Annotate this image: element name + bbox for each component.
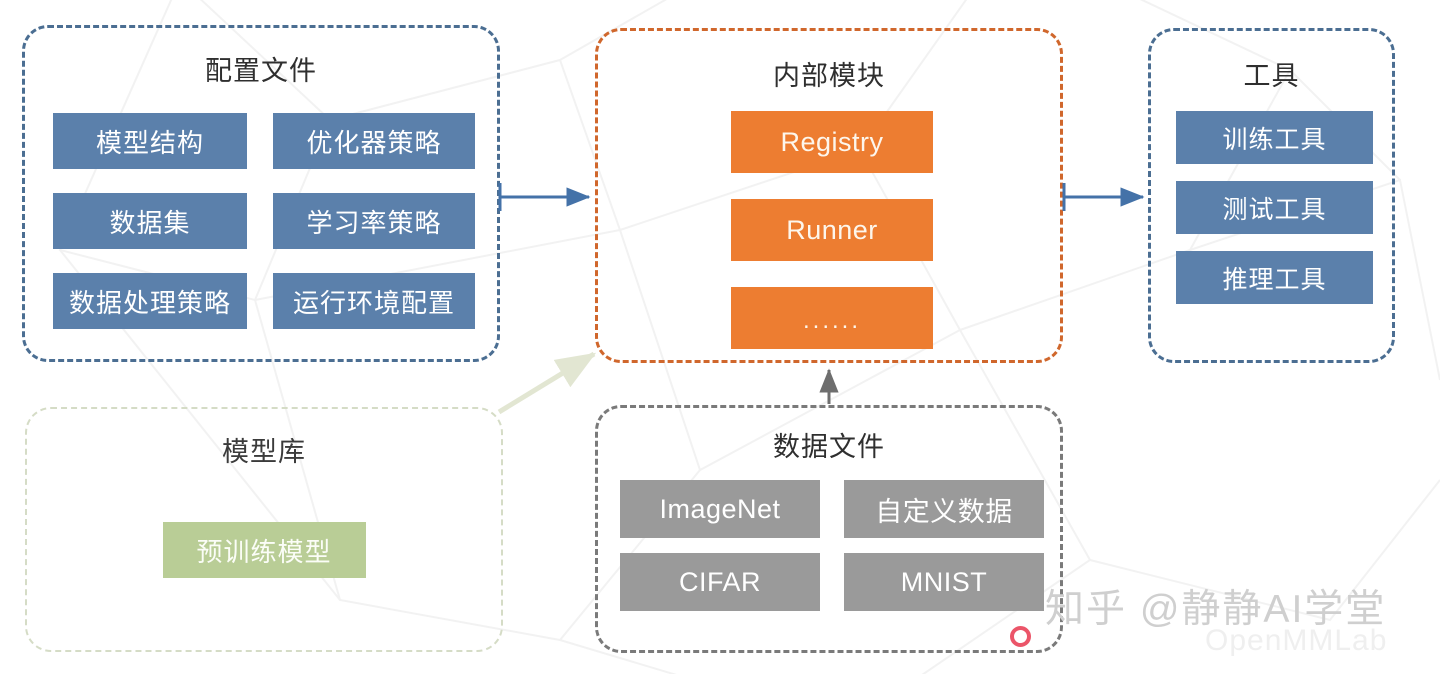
model-zoo-items-wrap: 预训练模型 bbox=[27, 522, 501, 578]
data-files-items-grid: ImageNet 自定义数据 CIFAR MNIST bbox=[620, 480, 1044, 611]
watermark: 知乎 @静静AI学堂 OpenMMLab bbox=[1010, 578, 1435, 668]
config-items-grid: 模型结构 优化器策略 数据集 学习率策略 数据处理策略 运行环境配置 bbox=[53, 113, 475, 329]
tools-item-testing[interactable]: 测试工具 bbox=[1176, 181, 1373, 234]
config-item-dataset[interactable]: 数据集 bbox=[53, 193, 247, 249]
config-item-optimizer-strategy[interactable]: 优化器策略 bbox=[273, 113, 475, 169]
panel-config-files: 配置文件 模型结构 优化器策略 数据集 学习率策略 数据处理策略 运行环境配置 bbox=[22, 25, 500, 362]
watermark-main-text: 知乎 @静静AI学堂 bbox=[1045, 588, 1387, 631]
panel-data-files-title: 数据文件 bbox=[773, 432, 885, 462]
panel-tools-title: 工具 bbox=[1243, 61, 1300, 91]
panel-model-zoo-title: 模型库 bbox=[222, 437, 306, 467]
config-item-model-structure[interactable]: 模型结构 bbox=[53, 113, 247, 169]
config-item-data-processing-strategy[interactable]: 数据处理策略 bbox=[53, 273, 247, 329]
data-files-item-mnist[interactable]: MNIST bbox=[844, 553, 1044, 611]
arrow-modelzoo-to-internal bbox=[497, 351, 597, 415]
config-item-runtime-env-config[interactable]: 运行环境配置 bbox=[273, 273, 475, 329]
config-item-lr-strategy[interactable]: 学习率策略 bbox=[273, 193, 475, 249]
tools-item-training[interactable]: 训练工具 bbox=[1176, 111, 1373, 164]
panel-internal-modules: 内部模块 Registry Runner ...... bbox=[595, 28, 1063, 363]
data-files-item-cifar[interactable]: CIFAR bbox=[620, 553, 820, 611]
panel-internal-modules-title: 内部模块 bbox=[773, 61, 885, 91]
tools-item-inference[interactable]: 推理工具 bbox=[1176, 251, 1373, 304]
panel-config-files-title: 配置文件 bbox=[205, 56, 317, 86]
internal-item-registry[interactable]: Registry bbox=[731, 111, 933, 173]
arrow-config-to-internal bbox=[498, 183, 591, 211]
internal-item-runner[interactable]: Runner bbox=[731, 199, 933, 261]
arrow-internal-to-tools bbox=[1062, 183, 1145, 211]
data-files-item-imagenet[interactable]: ImageNet bbox=[620, 480, 820, 538]
panel-model-zoo: 模型库 预训练模型 bbox=[25, 407, 503, 652]
tools-items-stack: 训练工具 测试工具 推理工具 bbox=[1176, 111, 1373, 304]
panel-tools: 工具 训练工具 测试工具 推理工具 bbox=[1148, 28, 1395, 363]
data-files-item-custom-data[interactable]: 自定义数据 bbox=[844, 480, 1044, 538]
internal-items-stack: Registry Runner ...... bbox=[731, 111, 933, 349]
watermark-sub-text: OpenMMLab bbox=[1205, 624, 1388, 657]
internal-item-more[interactable]: ...... bbox=[731, 287, 933, 349]
panel-data-files: 数据文件 ImageNet 自定义数据 CIFAR MNIST bbox=[595, 405, 1063, 653]
model-zoo-item-pretrained-models[interactable]: 预训练模型 bbox=[162, 522, 366, 578]
